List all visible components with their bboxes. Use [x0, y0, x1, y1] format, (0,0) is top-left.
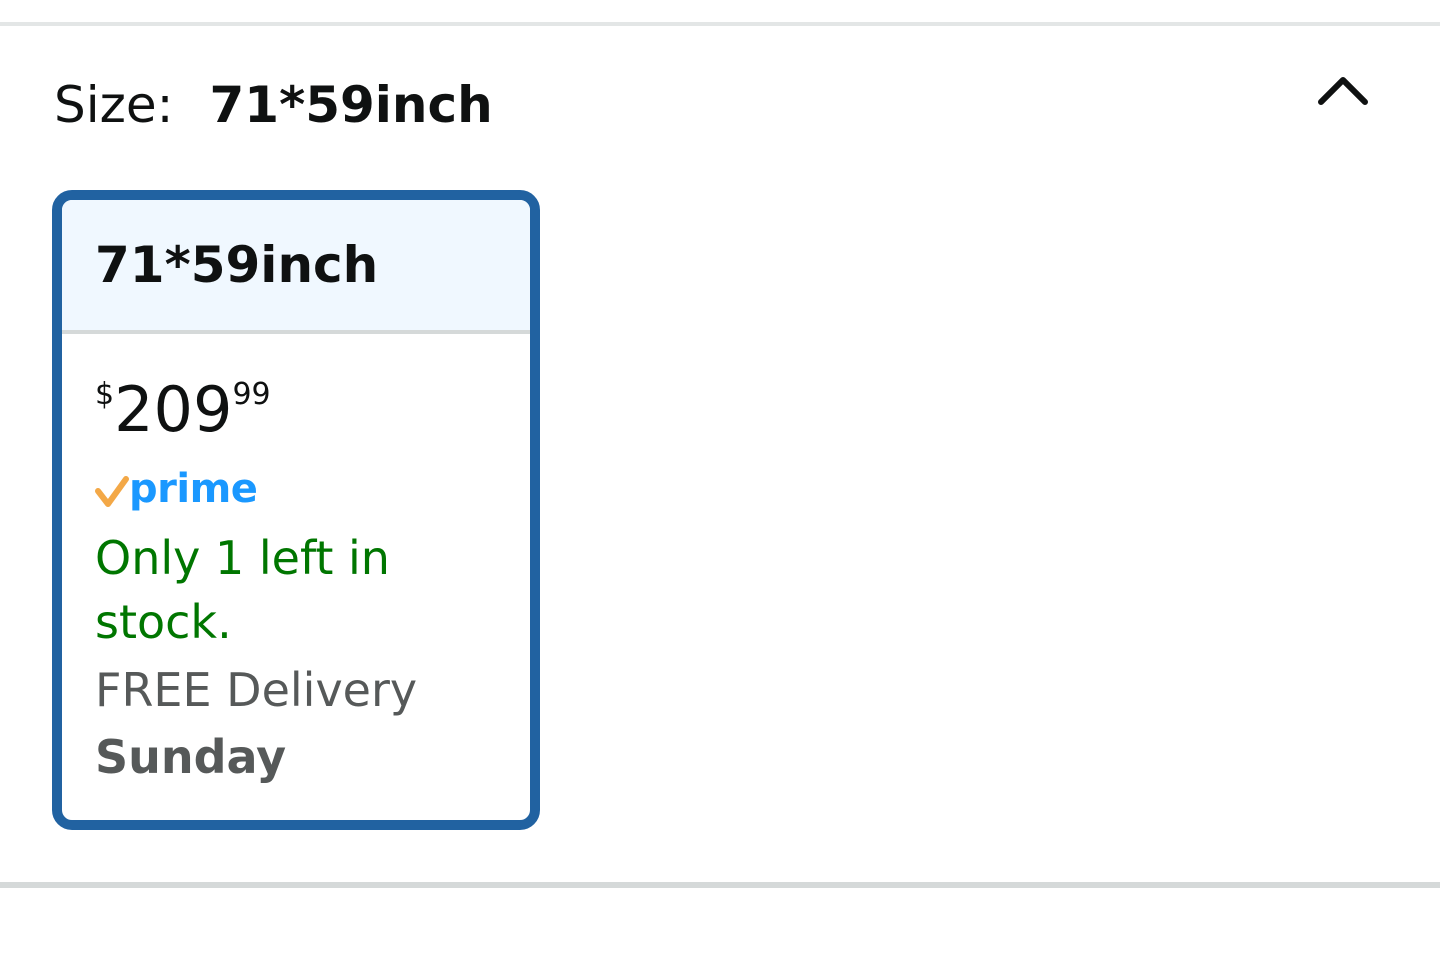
price-fraction: 99 [232, 377, 271, 412]
delivery-text: FREE Delivery [95, 663, 418, 717]
stock-message: Only 1 left in stock. [95, 531, 390, 649]
size-option-card[interactable]: 71*59inch $ 209 99 prime Only 1 left in … [52, 190, 540, 830]
prime-check-icon [95, 476, 129, 507]
option-card-header: 71*59inch [62, 200, 530, 334]
delivery-day: Sunday [95, 730, 287, 784]
collapse-toggle-button[interactable] [1310, 64, 1376, 116]
option-card-body: $ 209 99 prime Only 1 left in stock. FRE… [62, 334, 530, 792]
price-symbol: $ [95, 377, 115, 412]
option-title: 71*59inch [95, 236, 379, 294]
chevron-up-icon [1318, 77, 1368, 105]
bottom-divider [0, 882, 1440, 888]
selected-size-value: 71*59inch [209, 76, 493, 134]
prime-label: prime [129, 466, 258, 512]
price-whole: 209 [114, 373, 233, 446]
price: $ 209 99 [95, 372, 530, 452]
size-label: Size: [54, 76, 174, 134]
size-header: Size: 71*59inch [54, 70, 493, 140]
top-divider [0, 22, 1440, 26]
prime-badge: prime [95, 464, 530, 514]
